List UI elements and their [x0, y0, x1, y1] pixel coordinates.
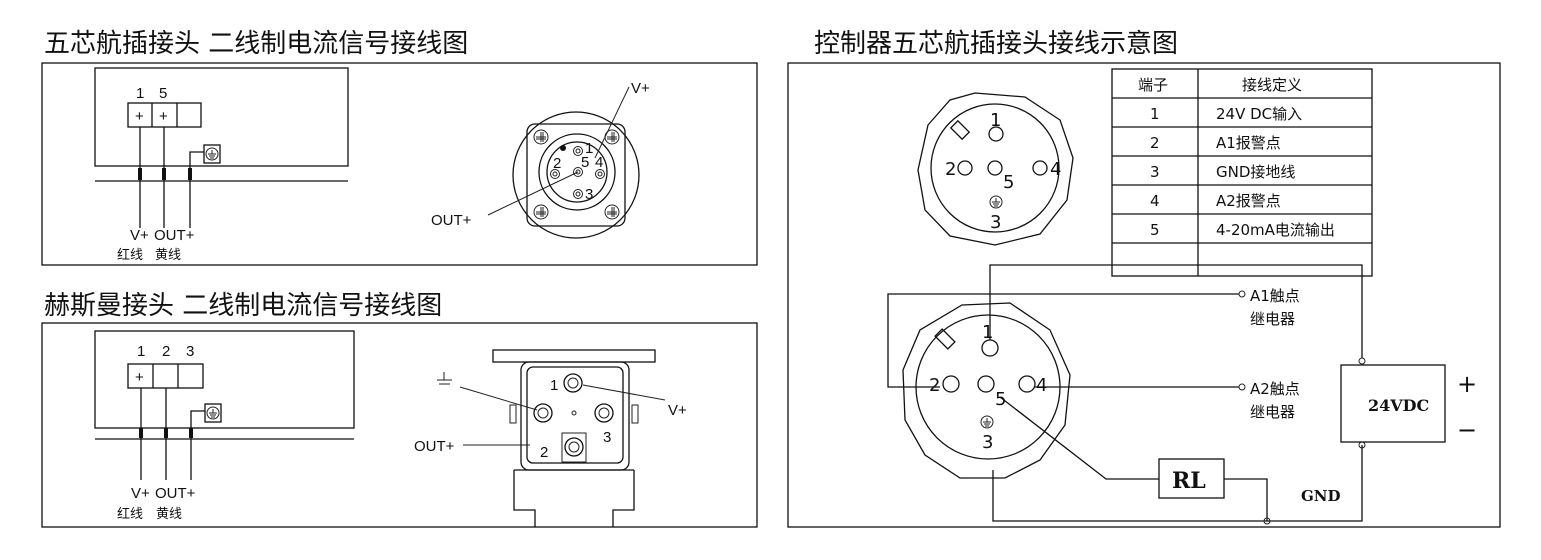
vplus-callout: V+ — [668, 402, 687, 419]
relay-label: 继电器 — [1250, 403, 1295, 421]
table-header: 端子 — [1138, 76, 1168, 94]
table-cell: 3 — [1150, 163, 1160, 181]
transmitter-housing — [94, 67, 349, 167]
pin-number: 2 — [929, 375, 940, 396]
pin-number: 1 — [990, 110, 1001, 131]
table-row: 4 A2报警点 — [1150, 192, 1281, 210]
wire-color: 红线 — [117, 506, 143, 522]
terminal-number: 1 — [136, 85, 144, 102]
signal-wire — [999, 396, 1159, 480]
table-row: 2 A1报警点 — [1150, 134, 1281, 152]
terminal-number: 5 — [159, 85, 167, 102]
a1-contact-label: A1触点 — [1250, 287, 1300, 305]
table-header: 接线定义 — [1242, 76, 1302, 94]
pin-number: 1 — [982, 322, 993, 343]
a1-wire — [887, 293, 1239, 388]
wire-label: V+ — [130, 227, 149, 244]
hirschmann-connector: 1 2 3 — [492, 349, 656, 527]
table-cell: A2报警点 — [1216, 192, 1281, 210]
panel2-title: 赫斯曼接头 二线制电流信号接线图 — [44, 291, 442, 321]
table-cell: 2 — [1150, 134, 1160, 152]
panel1-aviation-plug-wiring: 1 5 + + V+ OUT+ 红线 黄线 1 2 3 — [41, 62, 758, 266]
panel2-hirschmann-wiring: 1 2 3 + V+ OUT+ 红线 黄线 — [41, 322, 758, 528]
supply-positive-wire — [989, 264, 1363, 358]
power-supply-label: 24VDC — [1368, 396, 1429, 415]
wire-color: 红线 — [117, 247, 143, 263]
terminal-sign: + — [135, 369, 144, 386]
pin-number: 1 — [550, 377, 558, 394]
pin-number: 3 — [990, 212, 1001, 233]
connector-wiring-view: 1 2 3 4 5 — [902, 302, 1071, 479]
pin-number: 5 — [995, 389, 1006, 410]
table-row: 5 4-20mA电流输出 — [1150, 221, 1335, 239]
wire-color: 黄线 — [156, 507, 182, 522]
panel1-title: 五芯航插接头 二线制电流信号接线图 — [44, 29, 468, 59]
ground-terminal — [204, 403, 222, 423]
load-resistor-label: RL — [1172, 468, 1206, 494]
relay-label: 继电器 — [1250, 310, 1295, 328]
pin-number: 3 — [603, 429, 611, 446]
outplus-callout: OUT+ — [414, 438, 455, 455]
outplus-callout: OUT+ — [431, 212, 472, 229]
pin-number: 2 — [945, 159, 956, 180]
table-cell: 1 — [1150, 105, 1160, 123]
table-cell: 4-20mA电流输出 — [1216, 221, 1335, 239]
terminal-sign: + — [135, 108, 144, 125]
table-cell: 24V DC输入 — [1216, 105, 1302, 123]
table-cell: A1报警点 — [1216, 134, 1281, 152]
load-resistor-box — [1158, 458, 1225, 499]
ground-icon — [205, 147, 219, 161]
pin-number: 2 — [540, 444, 548, 461]
minus-sign: − — [1457, 416, 1477, 444]
ground-terminal — [203, 144, 221, 164]
panel3-title: 控制器五芯航插接头接线示意图 — [814, 29, 1178, 59]
terminal-sign: + — [159, 108, 168, 125]
gnd-wire — [992, 445, 1363, 522]
terminal-number: 3 — [186, 343, 194, 360]
aviation-plug-connector: 1 2 3 4 5 — [512, 111, 640, 239]
transmitter-housing — [94, 330, 355, 429]
wire-label: OUT+ — [154, 227, 195, 244]
pin-number: 1 — [585, 140, 593, 157]
pin-number: 4 — [595, 154, 603, 171]
pin-number: 5 — [581, 154, 589, 171]
vplus-callout: V+ — [631, 80, 650, 97]
wire-label: V+ — [131, 485, 150, 502]
wire-label: OUT+ — [155, 485, 196, 502]
table-row: 1 24V DC输入 — [1150, 105, 1302, 123]
table-cell: 5 — [1150, 221, 1160, 239]
pin-number: 4 — [1036, 375, 1047, 396]
ground-icon — [206, 406, 220, 420]
earth-ground-icon — [437, 372, 452, 385]
pin-number: 4 — [1050, 159, 1061, 180]
table-cell: GND接地线 — [1216, 163, 1295, 181]
pin-number: 2 — [553, 155, 561, 172]
terminal-number: 2 — [162, 343, 170, 360]
pin-number: 3 — [982, 432, 993, 453]
gnd-label: GND — [1301, 487, 1341, 505]
wire-color: 黄线 — [155, 248, 181, 263]
plus-sign: + — [1457, 370, 1477, 398]
connector-front-view: 1 2 3 4 5 — [917, 92, 1074, 246]
pin-number: 3 — [585, 186, 593, 203]
a2-contact-label: A2触点 — [1250, 380, 1300, 398]
table-row: 3 GND接地线 — [1150, 163, 1295, 181]
panel3-controller-wiring: 1 2 3 4 5 端子 接线定义 1 24V DC输入 2 A1报警点 3 GND接… — [787, 62, 1501, 528]
pin-number: 5 — [1003, 172, 1014, 193]
power-supply-box — [1340, 364, 1446, 443]
table-cell: 4 — [1150, 192, 1160, 210]
terminal-number: 1 — [137, 343, 145, 360]
